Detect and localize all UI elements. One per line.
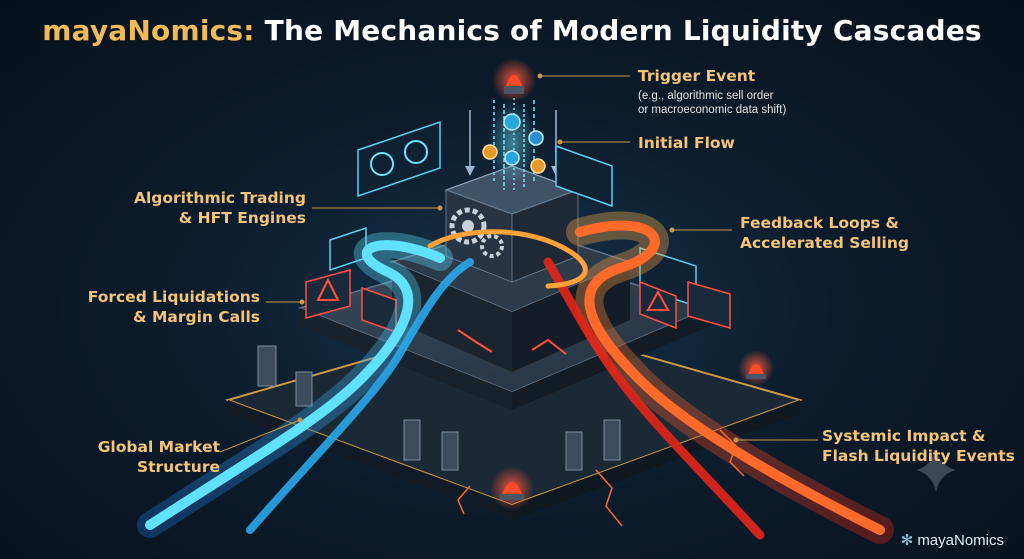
pillar-group — [257, 345, 621, 471]
label-algo-line1: Algorithmic Trading — [133, 189, 306, 207]
label-feedback-loops: Feedback Loops & Accelerated Selling — [740, 213, 909, 253]
page-title: mayaNomics: The Mechanics of Modern Liqu… — [0, 14, 1024, 47]
label-trigger-sub1: (e.g., algorithmic sell order — [638, 90, 774, 102]
label-trigger-event: Trigger Event — [638, 67, 756, 85]
currency-coins — [482, 113, 546, 174]
engine-cube — [444, 165, 580, 283]
label-algo-line2: & HFT Engines — [178, 209, 306, 227]
leader-lines — [219, 75, 818, 453]
footer-logo: ✻mayaNomics — [901, 531, 1004, 549]
label-algorithmic-trading: Algorithmic Trading & HFT Engines — [106, 188, 306, 228]
title-text: The Mechanics of Modern Liquidity Cascad… — [264, 14, 982, 47]
ground-cracks — [457, 429, 745, 527]
label-forced-line2: & Margin Calls — [133, 308, 260, 326]
label-systemic-impact: Systemic Impact & Flash Liquidity Events — [822, 426, 1015, 466]
label-systemic-line2: Flash Liquidity Events — [822, 447, 1015, 465]
sparkle-icon — [916, 448, 956, 492]
label-global-line2: Structure — [136, 458, 220, 476]
leader-dots — [297, 73, 739, 443]
label-forced-line1: Forced Liquidations — [87, 288, 260, 306]
red-flow — [427, 211, 894, 544]
dollar-icon — [370, 140, 428, 176]
blue-flow — [137, 232, 474, 538]
alarm-light-icon — [492, 58, 536, 102]
sparkle-logo-icon: ✻ — [900, 532, 914, 549]
footer-brand-text: mayaNomics — [917, 532, 1004, 549]
label-global-line1: Global Market — [97, 438, 220, 456]
warning-screens — [305, 269, 731, 355]
label-forced-liquidations: Forced Liquidations & Margin Calls — [60, 287, 260, 327]
label-trigger-sub2: or macroeconomic data shift) — [638, 104, 787, 116]
label-initial-flow: Initial Flow — [638, 134, 735, 152]
label-systemic-line1: Systemic Impact & — [822, 427, 986, 445]
title-brand: mayaNomics: — [42, 14, 255, 47]
label-feedback-line1: Feedback Loops & — [740, 214, 899, 232]
alarm-light-icon-base — [490, 350, 774, 510]
label-feedback-line2: Accelerated Selling — [740, 234, 909, 252]
